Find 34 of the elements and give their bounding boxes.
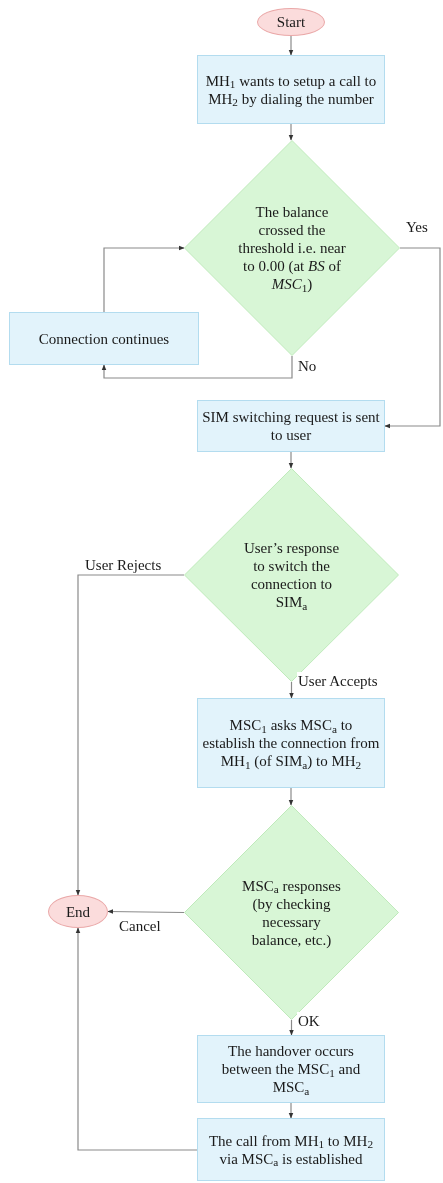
arrow xyxy=(288,787,294,806)
arrow xyxy=(103,245,185,313)
node-text: Start xyxy=(276,13,306,31)
node-text: MH$_{1}$ wants to setup a call to MH$_{2}$ by dialing the number xyxy=(204,71,378,108)
arrow xyxy=(75,927,198,1151)
terminal-ellipse xyxy=(48,895,108,928)
arrow xyxy=(289,681,294,699)
node-text: Connection continues xyxy=(38,329,170,348)
edge-label: User Accepts xyxy=(297,672,379,690)
arrow xyxy=(384,247,441,429)
arrow xyxy=(288,123,294,141)
process-box xyxy=(197,55,385,124)
node-text: MSC$_{1}$ asks MSC$_{a}$ to establish the connection from MH$_{1}$ (of SIM$_{a}$) to MH$_{2}$ xyxy=(202,716,380,770)
arrow xyxy=(288,451,294,469)
arrow xyxy=(288,35,294,56)
arrow xyxy=(101,355,293,379)
arrow xyxy=(107,909,185,914)
node-text: The balance crossed the threshold i.e. near to 0.00 (at BS of MSC$_{1}$) xyxy=(237,203,347,293)
node-text: The call from MH$_{1}$ to MH$_{2}$ via MSC$_{a}$ is established xyxy=(207,1131,375,1168)
arrow xyxy=(288,1102,294,1119)
arrow xyxy=(289,1019,294,1036)
node-text: User’s response to switch the connection to SIM$_{a}$ xyxy=(242,539,341,611)
node-text: End xyxy=(65,902,91,921)
node-text: SIM switching request is sent to user xyxy=(202,408,380,444)
node-text: MSC$_{a}$ responses (by checking necessary balance, etc.) xyxy=(241,876,342,949)
process-box xyxy=(197,1118,385,1181)
process-box xyxy=(9,312,199,365)
process-box xyxy=(197,698,385,788)
terminal-ellipse xyxy=(257,8,325,36)
process-box xyxy=(197,400,385,452)
node-text: The handover occurs between the MSC$_{1}$ and MSC$_{a}$ xyxy=(220,1042,362,1096)
decision-diamond xyxy=(184,140,400,356)
process-box xyxy=(197,1035,385,1103)
arrow xyxy=(75,574,185,896)
